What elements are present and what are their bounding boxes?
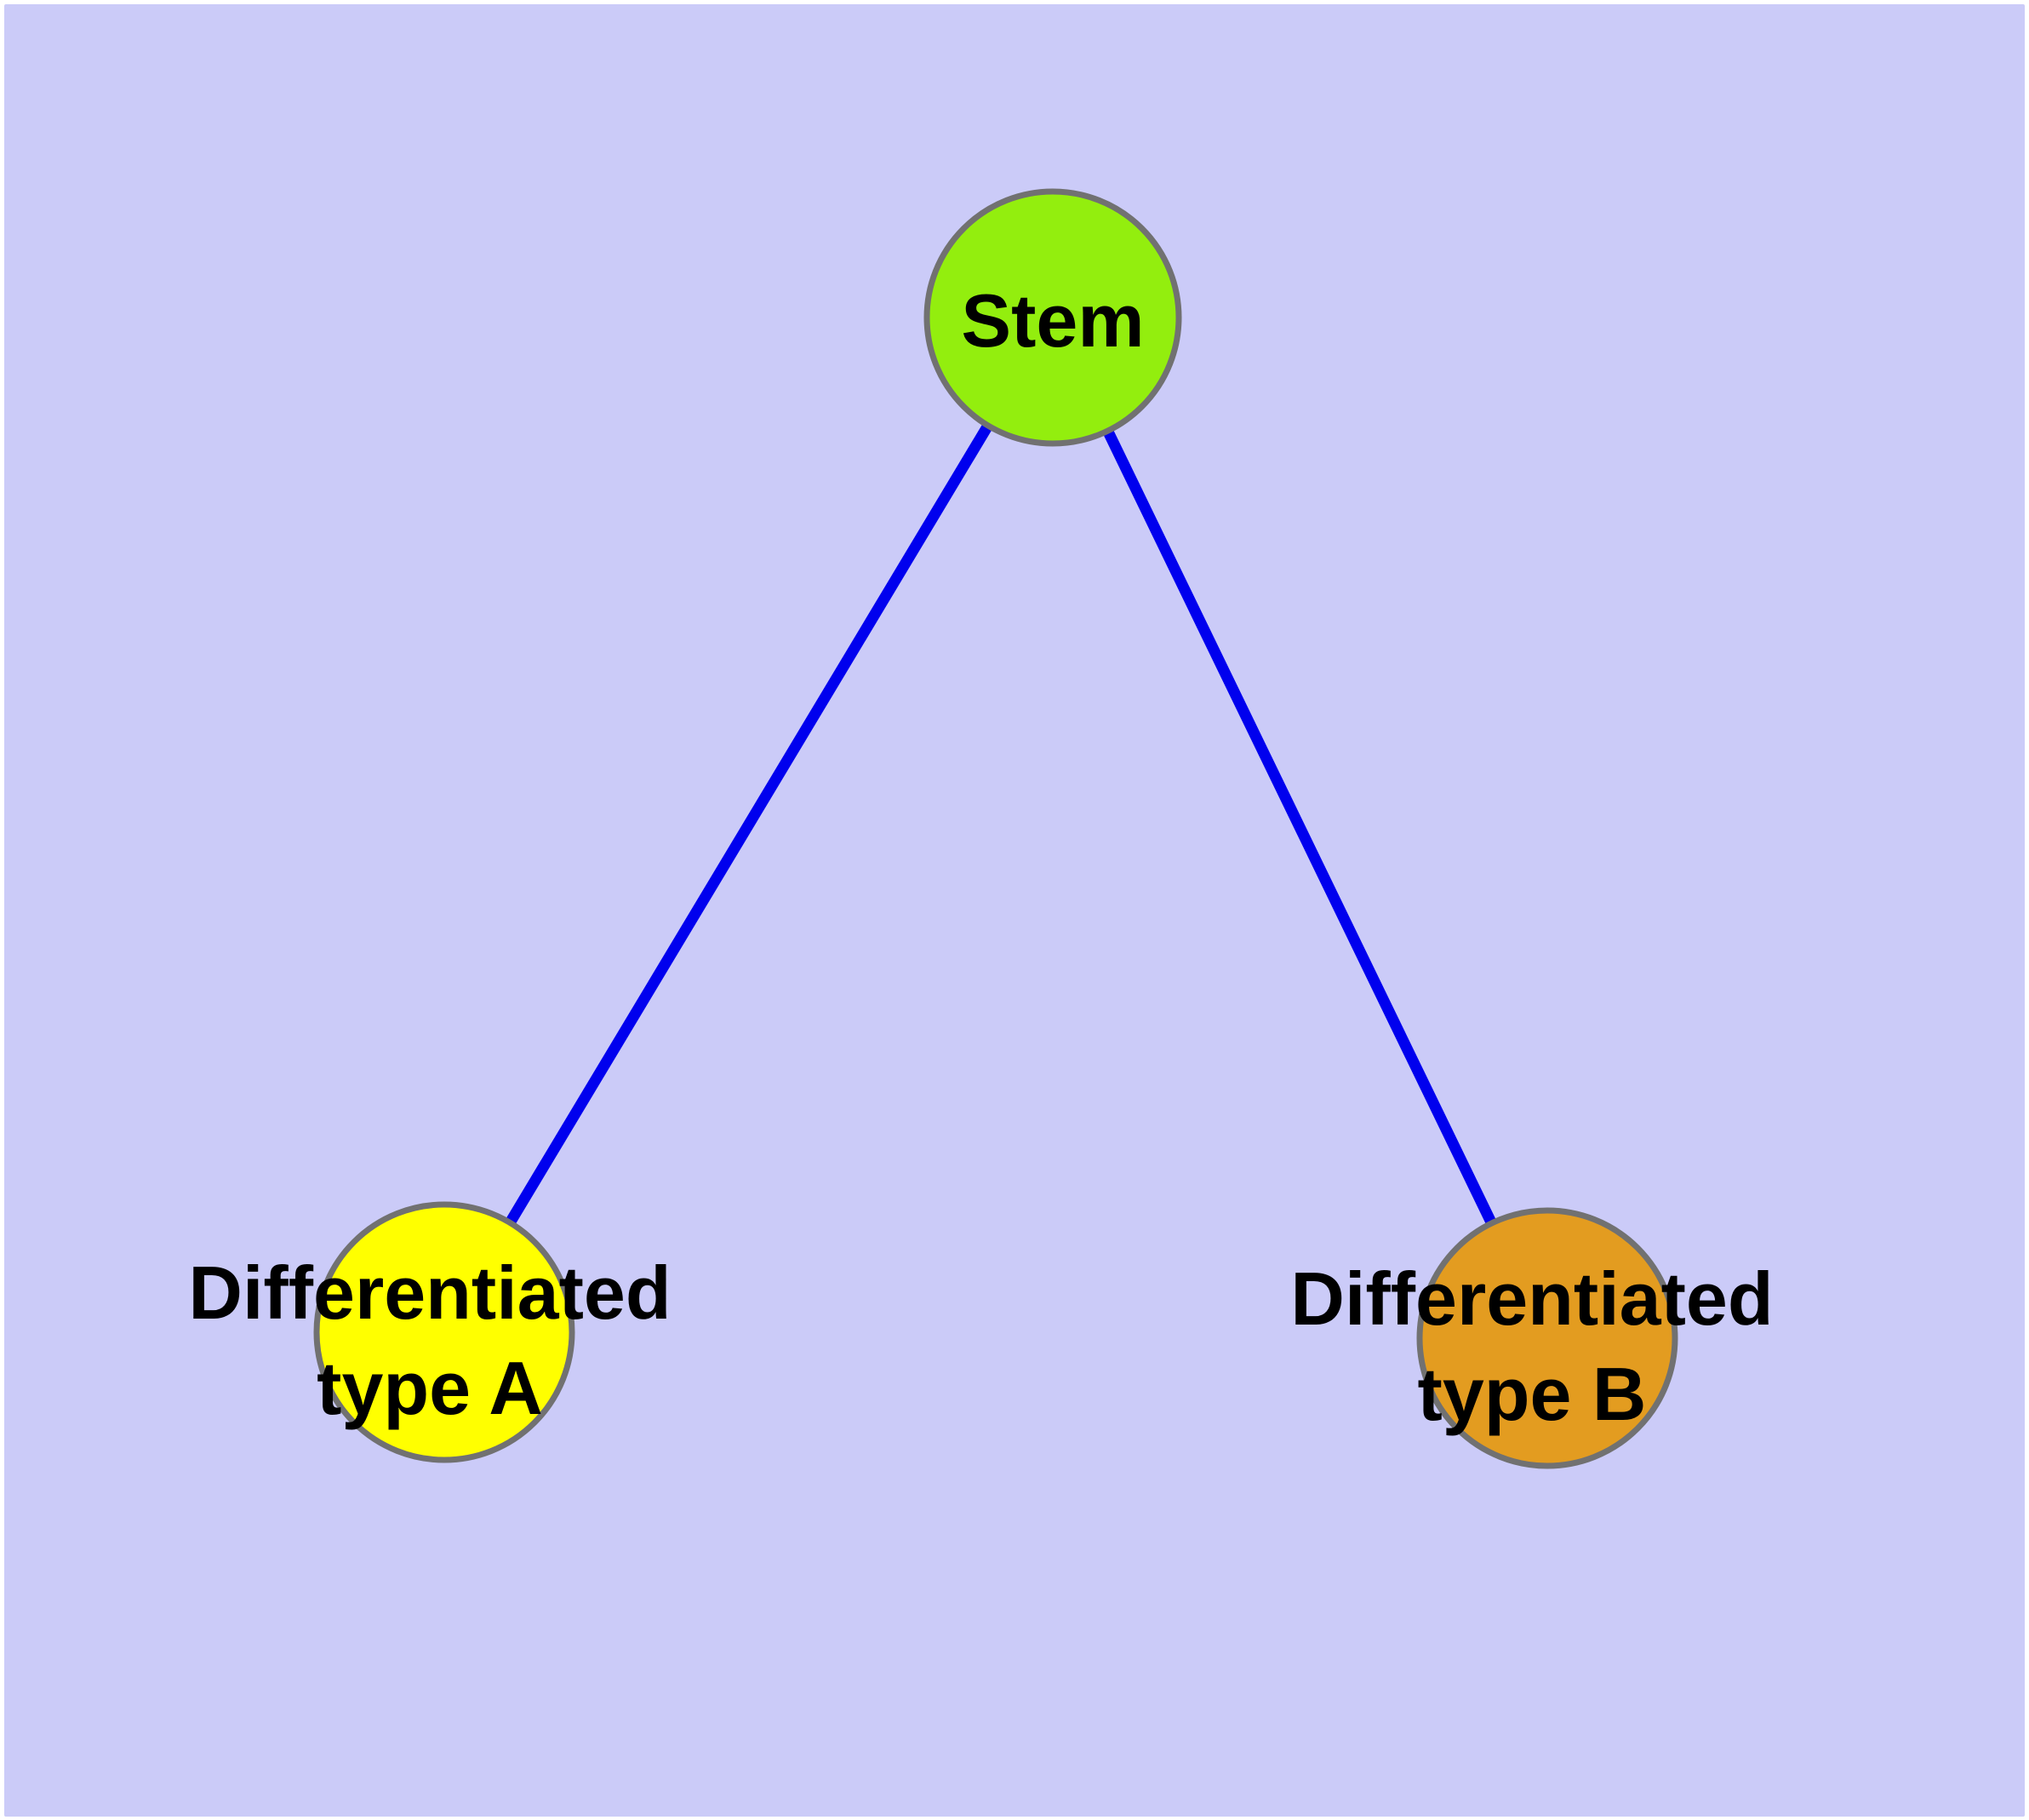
node-differentiated-type-b-circle xyxy=(1416,1207,1678,1469)
node-differentiated-type-a-circle xyxy=(313,1201,575,1463)
node-stem-circle xyxy=(923,188,1182,447)
edge-stem-to-type-a xyxy=(439,314,1058,1336)
edge-stem-to-type-b xyxy=(1048,315,1552,1341)
